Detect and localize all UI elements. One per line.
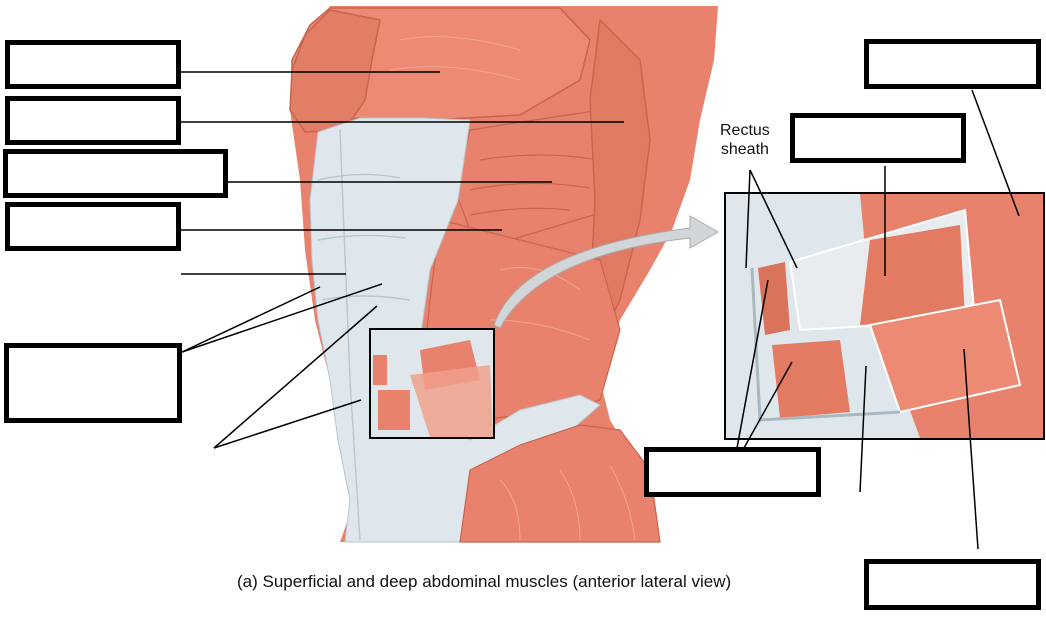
zoom-region-frame xyxy=(369,328,495,439)
inset-transversus xyxy=(868,298,1022,414)
inset-internal-oblique-fibers xyxy=(860,225,965,325)
leader-lines xyxy=(180,71,1020,550)
torso-illustration xyxy=(289,6,718,543)
label-box-right-lower[interactable] xyxy=(644,447,821,497)
rectus-sheath-line-1: Rectus xyxy=(720,122,770,139)
magnify-arrow xyxy=(493,215,720,329)
label-box-right-bottom[interactable] xyxy=(864,559,1041,610)
small-cutaway xyxy=(371,330,493,437)
inset-rectus-lower xyxy=(772,340,850,418)
rectus-sheath-line-2: sheath xyxy=(720,141,769,158)
label-box-left-3[interactable] xyxy=(3,149,228,198)
label-box-right-top[interactable] xyxy=(864,39,1041,89)
muscle-fiber-highlights xyxy=(389,36,636,541)
lower-thigh-muscles xyxy=(459,424,661,543)
label-box-left-5[interactable] xyxy=(4,343,182,423)
inset-rectus-upper xyxy=(758,262,790,335)
rectus-segments xyxy=(317,129,411,541)
label-box-left-4[interactable] xyxy=(5,202,181,251)
label-box-left-1[interactable] xyxy=(5,40,181,89)
rectus-sheath-annotation: Rectus sheath xyxy=(720,121,770,159)
label-box-right-mid[interactable] xyxy=(790,113,966,163)
rib-lines xyxy=(469,154,601,216)
label-box-left-2[interactable] xyxy=(5,96,181,145)
figure-caption: (a) Superficial and deep abdominal muscl… xyxy=(237,572,732,591)
